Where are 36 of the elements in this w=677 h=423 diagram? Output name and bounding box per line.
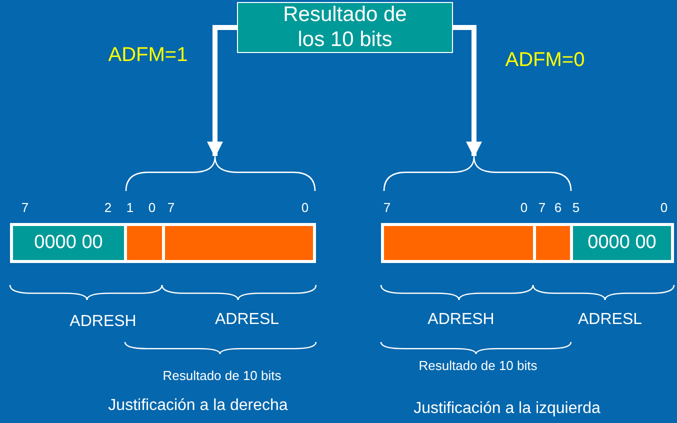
brace	[125, 156, 316, 192]
bit-number: 0	[520, 200, 528, 215]
bit-number: 7	[538, 200, 546, 215]
edge-label: ADFM=1	[108, 44, 188, 66]
register-label: ADRESL	[578, 311, 642, 329]
bit-number: 1	[126, 200, 134, 215]
box-title: Resultado de los 10 bits	[282, 3, 408, 52]
caption: Justificación a la derecha	[108, 397, 288, 415]
bit-number: 2	[104, 200, 112, 215]
bit-number: 0	[301, 200, 309, 215]
register-cell	[381, 223, 536, 263]
edge-label: ADFM=0	[505, 48, 585, 72]
bit-number: 7	[383, 200, 391, 215]
bit-number: 0	[660, 200, 668, 215]
bit-number: 0	[148, 200, 156, 215]
register-label: ADRESH	[428, 311, 494, 329]
bit-number: 7	[167, 200, 175, 215]
bit-number: 7	[21, 200, 29, 215]
register-cell	[533, 223, 573, 263]
register-cell	[570, 223, 674, 263]
bit-number: 5	[572, 200, 580, 215]
register-label: ADRESH	[70, 313, 136, 331]
result-box	[237, 2, 453, 53]
arrow	[453, 25, 482, 158]
caption: Justificación a la izquierda	[414, 400, 600, 418]
register-value: 0000 00	[34, 232, 103, 254]
register-value: 0000 00	[588, 232, 656, 254]
register-label: ADRESL	[214, 311, 280, 329]
bracket-caption: Resultado de 10 bits	[162, 368, 282, 383]
register-cell	[162, 223, 316, 263]
bit-number: 6	[554, 200, 562, 215]
brace	[383, 156, 572, 192]
arrow	[207, 25, 237, 158]
register-cell	[10, 223, 127, 263]
bracket-caption: Resultado de 10 bits	[418, 358, 538, 373]
register-cell	[124, 223, 165, 263]
